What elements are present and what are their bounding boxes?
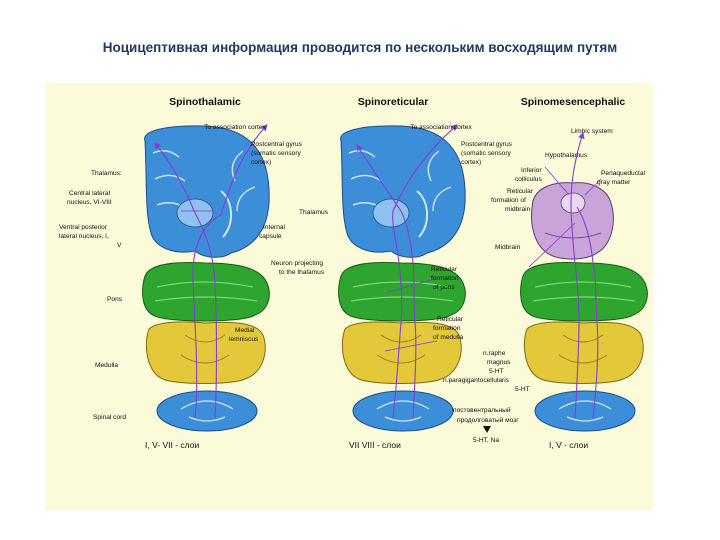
pathway-sr-1 [392,124,458,419]
svg-text:formation: formation [433,325,461,332]
label-hypothalamus: Hypothalamus [545,152,588,159]
pathway-st-1 [192,124,268,419]
svg-text:Internal: Internal [263,224,286,231]
label-reticular-formation-pons: Reticular formation of pons [431,266,459,291]
svg-text:cortex): cortex) [461,159,481,166]
svg-text:5-HT: 5-HT [515,386,530,393]
svg-text:gray matter: gray matter [597,179,631,186]
header-spinoreticular: Spinoreticular [358,96,429,108]
svg-text:Postcentral gyrus: Postcentral gyrus [251,141,303,148]
footer-layers-2: VII VIII - слои [349,440,401,450]
svg-text:n.raphe: n.raphe [483,350,506,357]
svg-text:formation of: formation of [491,197,526,204]
svg-text:midbrain: midbrain [505,206,531,213]
svg-text:Ventral posterior: Ventral posterior [59,224,108,231]
slide-title: Ноцицептивная информация проводится по н… [102,40,618,55]
label-to-association-cortex-2: To association cortex [410,124,472,131]
svg-text:Reticular: Reticular [431,266,458,273]
label-spinal-cord: Spinal cord [93,414,126,421]
label-limbic-system: Limbic system [571,128,613,135]
pathway-sm-5 [528,222,576,268]
svg-text:Neuron projecting: Neuron projecting [271,260,323,267]
pathway-sm-3 [544,166,570,196]
medulla-section-3 [523,321,644,384]
label-medulla: Medulla [95,362,118,369]
svg-text:Central lateral: Central lateral [69,190,111,197]
header-spinomesencephalic: Spinomesencephalic [521,96,626,108]
label-ventral-posterior-lateral-nucleus: Ventral posterior lateral nucleus, I, V [59,224,122,249]
pathway-sm-4 [584,178,602,196]
svg-text:постовентральный: постовентральный [453,406,511,414]
label-central-lateral-nucleus: Central lateral nucleus, VI-VIII [67,190,112,206]
spinal-cord-section-2 [352,390,454,432]
label-n-raphe-magnus: n.raphe magnus 5-HT n.paragigantocellula… [443,350,530,393]
label-pons: Pons [107,296,123,303]
spinal-cord-section-1 [156,390,258,432]
svg-text:formation: formation [431,275,459,282]
svg-text:5-HT, Na: 5-HT, Na [473,437,499,444]
pathway-st-2 [154,142,218,419]
svg-text:lateral nucleus, I,: lateral nucleus, I, [59,233,109,240]
label-neuron-projecting: Neuron projecting to the thalamus [271,260,325,276]
pons-section-1 [142,262,270,322]
label-reticular-formation-medulla: Reticular formation of medulla [433,316,464,341]
svg-text:of medulla: of medulla [433,334,464,341]
label-midbrain: Midbrain [495,244,521,251]
svg-text:Reticular: Reticular [507,188,534,195]
pathways-diagram: Spinothalamic Spinoreticular Spinomesenc… [45,83,653,510]
svg-text:Postcentral gyrus: Postcentral gyrus [461,141,513,148]
pathway-sm-2 [576,206,599,419]
svg-text:(somatic sensory: (somatic sensory [251,150,302,157]
svg-text:5-HT: 5-HT [489,368,504,375]
label-thalamus: Thalamus [299,209,329,216]
svg-text:colliculus: colliculus [515,176,542,183]
svg-text:nucleus, VI-VIII: nucleus, VI-VIII [67,199,112,206]
svg-text:(somatic sensory: (somatic sensory [461,150,512,157]
footer-layers-3: I, V - слои [549,440,588,450]
svg-text:capsule: capsule [259,233,282,240]
label-postcentral-gyrus-1: Postcentral gyrus (somatic sensory corte… [251,141,303,166]
svg-text:Reticular: Reticular [437,316,464,323]
svg-text:n.paragigantocellularis: n.paragigantocellularis [443,377,510,384]
svg-text:lemniscus: lemniscus [229,336,259,343]
medulla-section-2 [341,321,462,384]
pathway-sm-1 [570,131,585,419]
svg-text:Periaqueductal: Periaqueductal [601,170,646,177]
pathway-sr-3 [384,278,436,294]
svg-text:продолговатый мозг: продолговатый мозг [457,416,519,424]
svg-text:V: V [117,242,122,249]
header-spinothalamic: Spinothalamic [169,96,241,108]
svg-text:of pons: of pons [433,284,455,291]
label-inferior-colliculus: Inferior colliculus [515,167,542,183]
pons-section-3 [520,262,648,322]
label-internal-capsule: Internal capsule [259,224,286,240]
svg-text:magnus: magnus [487,359,511,366]
label-posterolateral-cord: постовентральный продолговатый мозг 5-HT… [453,406,519,444]
label-to-association-cortex-1: To association cortex [204,124,266,131]
medulla-section-1 [145,321,266,384]
svg-text:to the thalamus: to the thalamus [279,269,325,276]
label-reticular-formation-midbrain: Reticular formation of midbrain [491,188,534,213]
label-thalamus-colon: Thalamus: [91,170,122,177]
svg-text:Medial: Medial [235,327,255,334]
pathway-sr-4 [384,340,438,352]
pathway-sr-2 [356,144,417,419]
footer-layers-1: I, V- VII - слои [145,440,199,450]
svg-text:cortex): cortex) [251,159,271,166]
svg-text:Inferior: Inferior [521,167,542,174]
midbrain-section [531,182,614,260]
spinal-cord-section-3 [534,390,636,432]
label-periaqueductal-gray: Periaqueductal gray matter [597,170,646,186]
label-medial-lemniscus: Medial lemniscus [229,327,259,343]
label-postcentral-gyrus-2: Postcentral gyrus (somatic sensory corte… [461,141,513,166]
